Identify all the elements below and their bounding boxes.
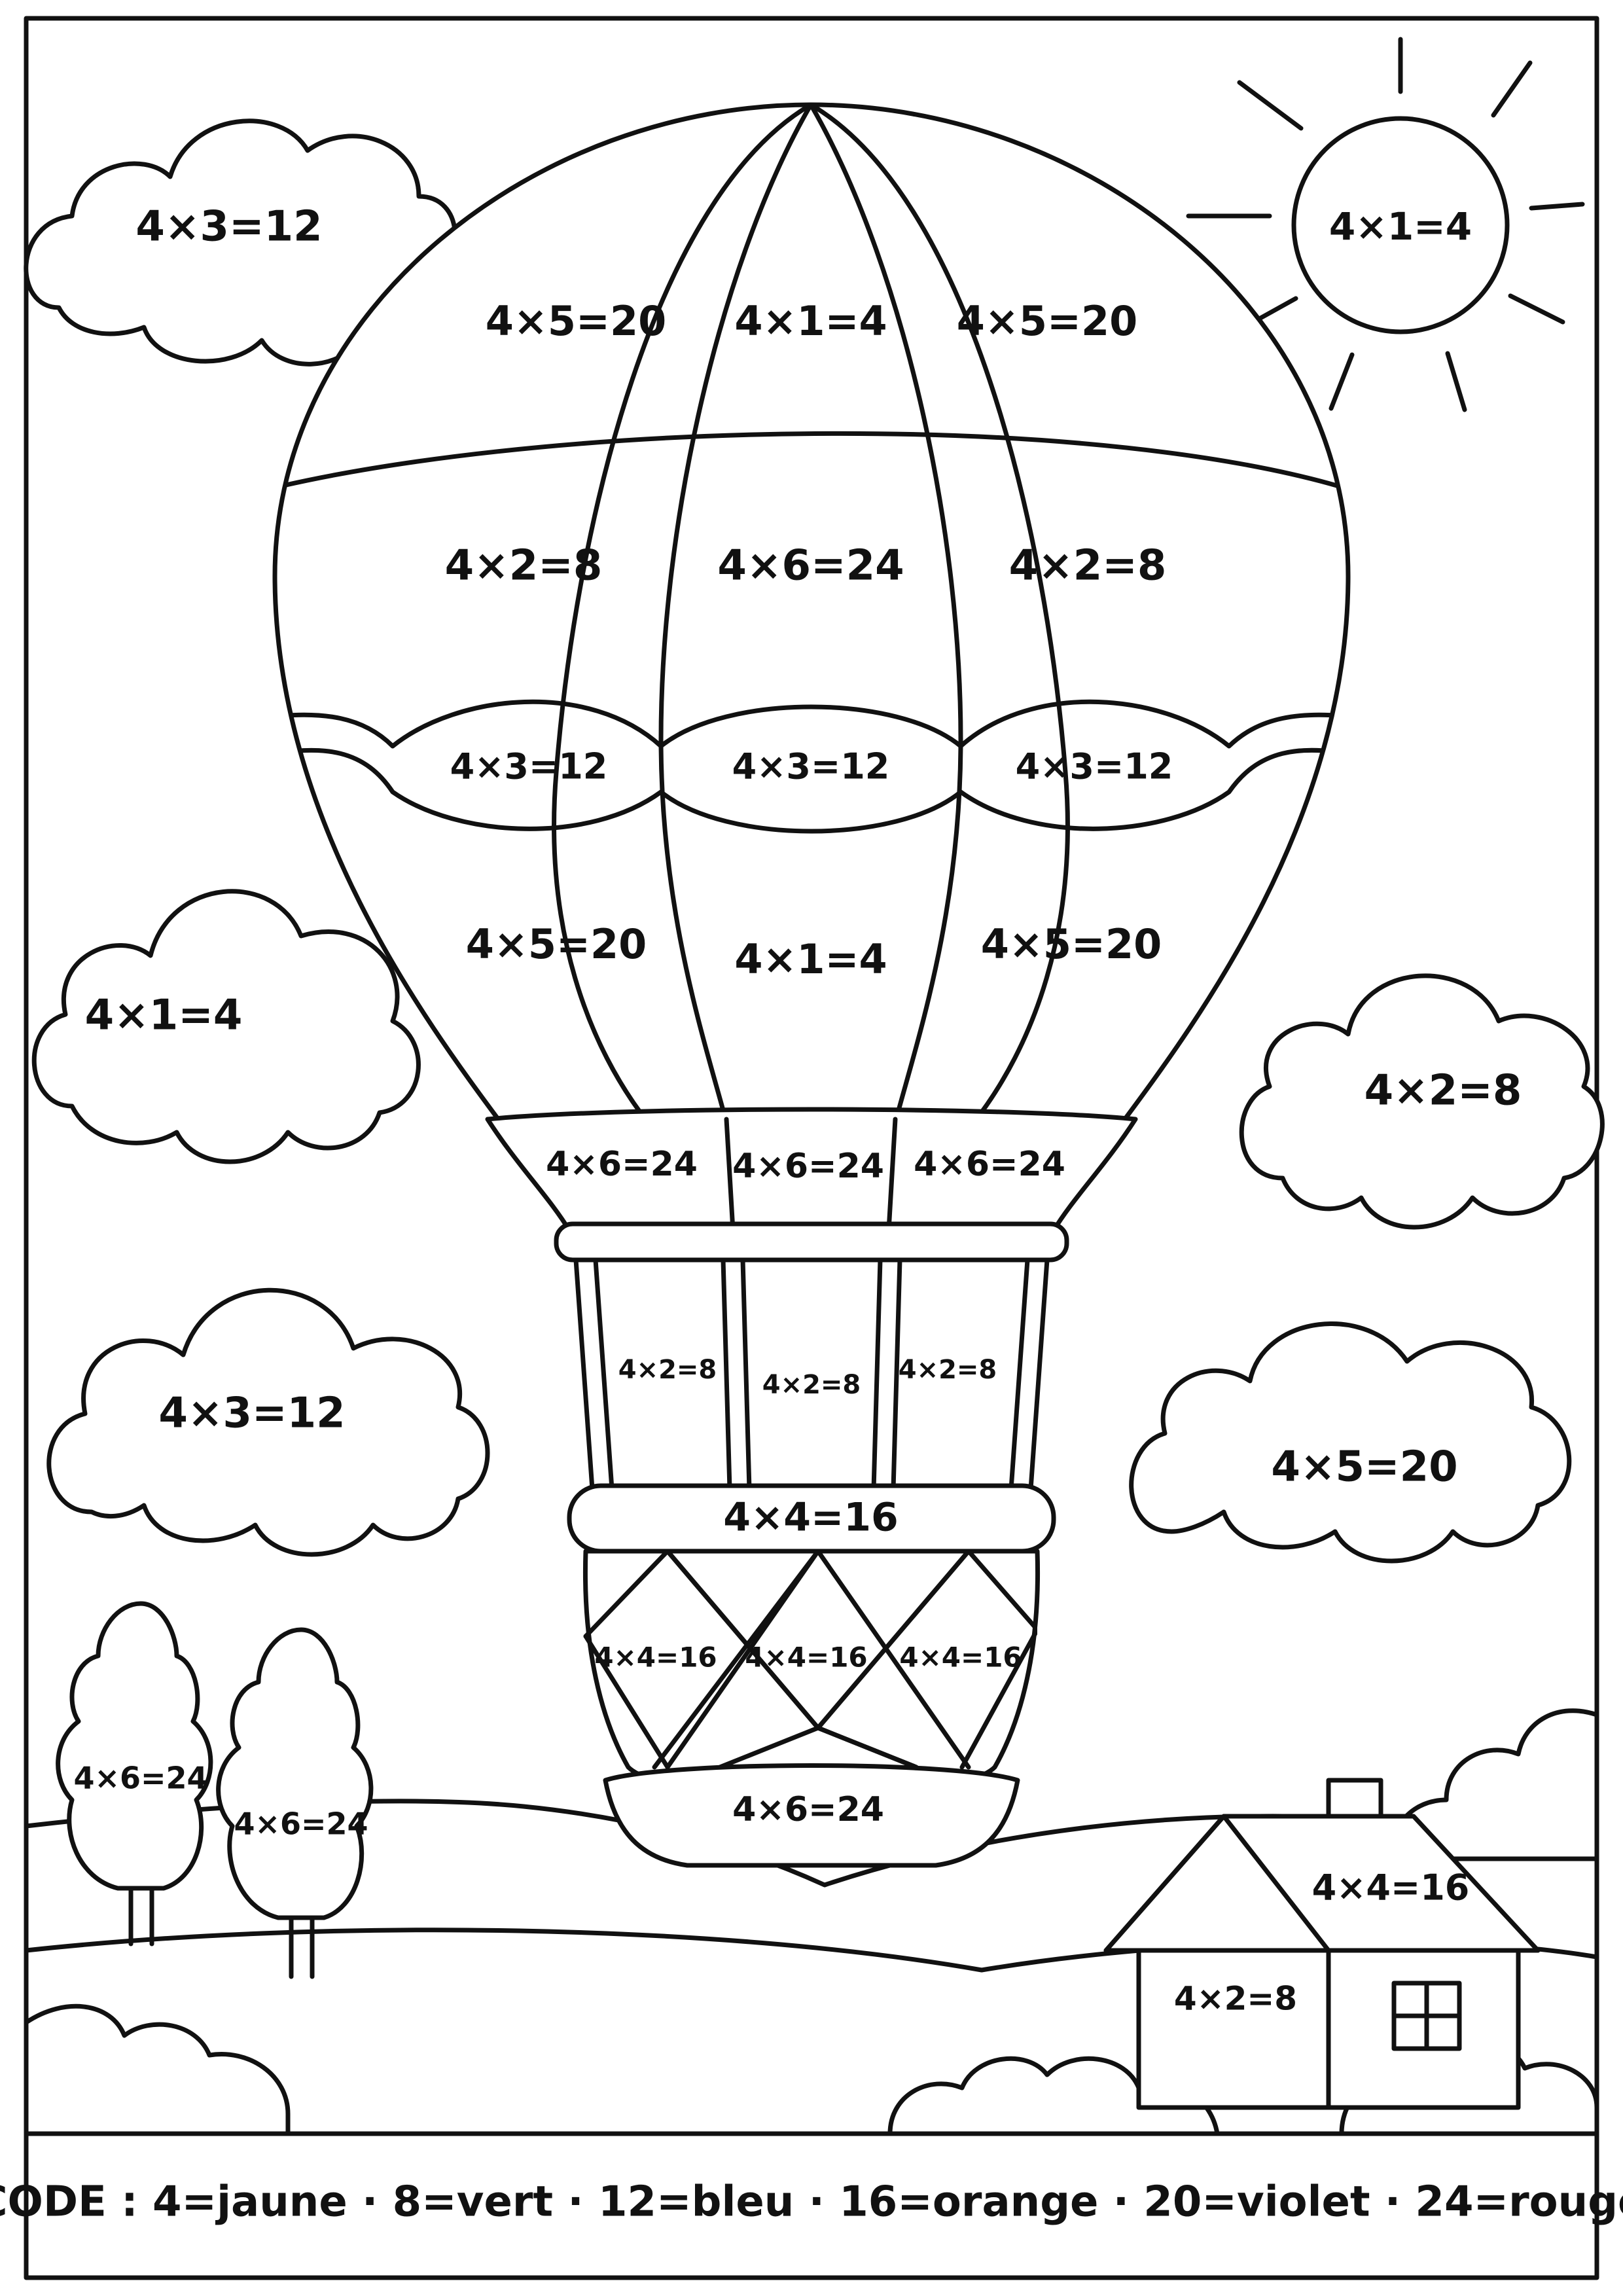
house: 4×4=16 4×2=8 (1103, 1778, 1541, 2110)
balloon-mouth-right-label: 4×6=24 (914, 1145, 1065, 1184)
basket-weave (583, 1551, 1037, 1770)
balloon-scallop-right-label: 4×3=12 (1016, 746, 1173, 787)
tree-left-label: 4×6=24 (73, 1761, 207, 1796)
balloon-scallop-left-label: 4×3=12 (450, 746, 608, 787)
tree-left: 4×6=24 (56, 1601, 213, 1946)
cloud-mid-left-label: 4×1=4 (85, 992, 243, 1040)
color-code-legend: CODE : 4=jaune · 8=vert · 12=bleu · 16=o… (0, 2178, 1623, 2227)
cloud-mid-left: 4×1=4 (31, 889, 421, 1164)
basket-ropes (573, 1257, 1050, 1492)
balloon-band-center-label: 4×6=24 (717, 542, 904, 590)
basket-bottom-label: 4×6=24 (732, 1790, 884, 1829)
basket-weave-center-label: 4×4=16 (745, 1641, 867, 1674)
balloon-band-left-label: 4×2=8 (445, 542, 603, 590)
balloon: 4×5=20 4×1=4 4×5=20 4×2=8 4×6=24 4×2=8 4… (272, 102, 1351, 1868)
basket-rope-center-label: 4×2=8 (762, 1370, 861, 1400)
basket-weave-right-label: 4×4=16 (899, 1641, 1022, 1674)
cloud-top-left-label: 4×3=12 (135, 203, 322, 251)
balloon-top-left-label: 4×5=20 (486, 297, 666, 345)
basket-rim-label: 4×4=16 (723, 1495, 899, 1541)
tree-right-label: 4×6=24 (234, 1806, 368, 1842)
basket-bottom (603, 1763, 1020, 1868)
balloon-band-right-label: 4×2=8 (1009, 542, 1167, 590)
balloon-lower-left-label: 4×5=20 (466, 920, 647, 968)
cloud-top-left: 4×3=12 (24, 118, 457, 367)
cloud-low-right: 4×5=20 (1129, 1321, 1572, 1564)
balloon-mouth-left-label: 4×6=24 (546, 1145, 698, 1184)
cloud-low-left: 4×3=12 (46, 1287, 490, 1557)
balloon-top-right-label: 4×5=20 (957, 297, 1137, 345)
sun (1291, 116, 1510, 334)
basket-body (582, 1549, 1041, 1799)
balloon-top-center-label: 4×1=4 (734, 297, 887, 345)
balloon-lower-right-label: 4×5=20 (981, 920, 1162, 968)
sun-group: 4×1=4 (1186, 37, 1585, 412)
cloud-low-right-label: 4×5=20 (1271, 1443, 1457, 1492)
house-roof-label: 4×4=16 (1312, 1867, 1470, 1909)
balloon-mouth-center-label: 4×6=24 (732, 1147, 884, 1186)
house-wall-label: 4×2=8 (1174, 1980, 1297, 2018)
cloud-mid-right-label: 4×2=8 (1364, 1067, 1522, 1115)
balloon-lower-center-label: 4×1=4 (734, 935, 887, 983)
sun-label: 4×1=4 (1329, 204, 1472, 249)
basket-rope-right-label: 4×2=8 (899, 1355, 997, 1385)
balloon-scallop-center-label: 4×3=12 (732, 746, 890, 787)
balloon-mouth (485, 1107, 1138, 1233)
legend: CODE : 4=jaune · 8=vert · 12=bleu · 16=o… (0, 2131, 1623, 2227)
basket-weave-left-label: 4×4=16 (594, 1641, 717, 1674)
sun-rays (1186, 37, 1585, 412)
balloon-neck-ring (554, 1221, 1069, 1263)
basket-rope-left-label: 4×2=8 (618, 1355, 717, 1385)
tree-right: 4×6=24 (216, 1627, 374, 1979)
cloud-mid-right: 4×2=8 (1239, 973, 1605, 1230)
cloud-low-left-label: 4×3=12 (158, 1390, 345, 1438)
